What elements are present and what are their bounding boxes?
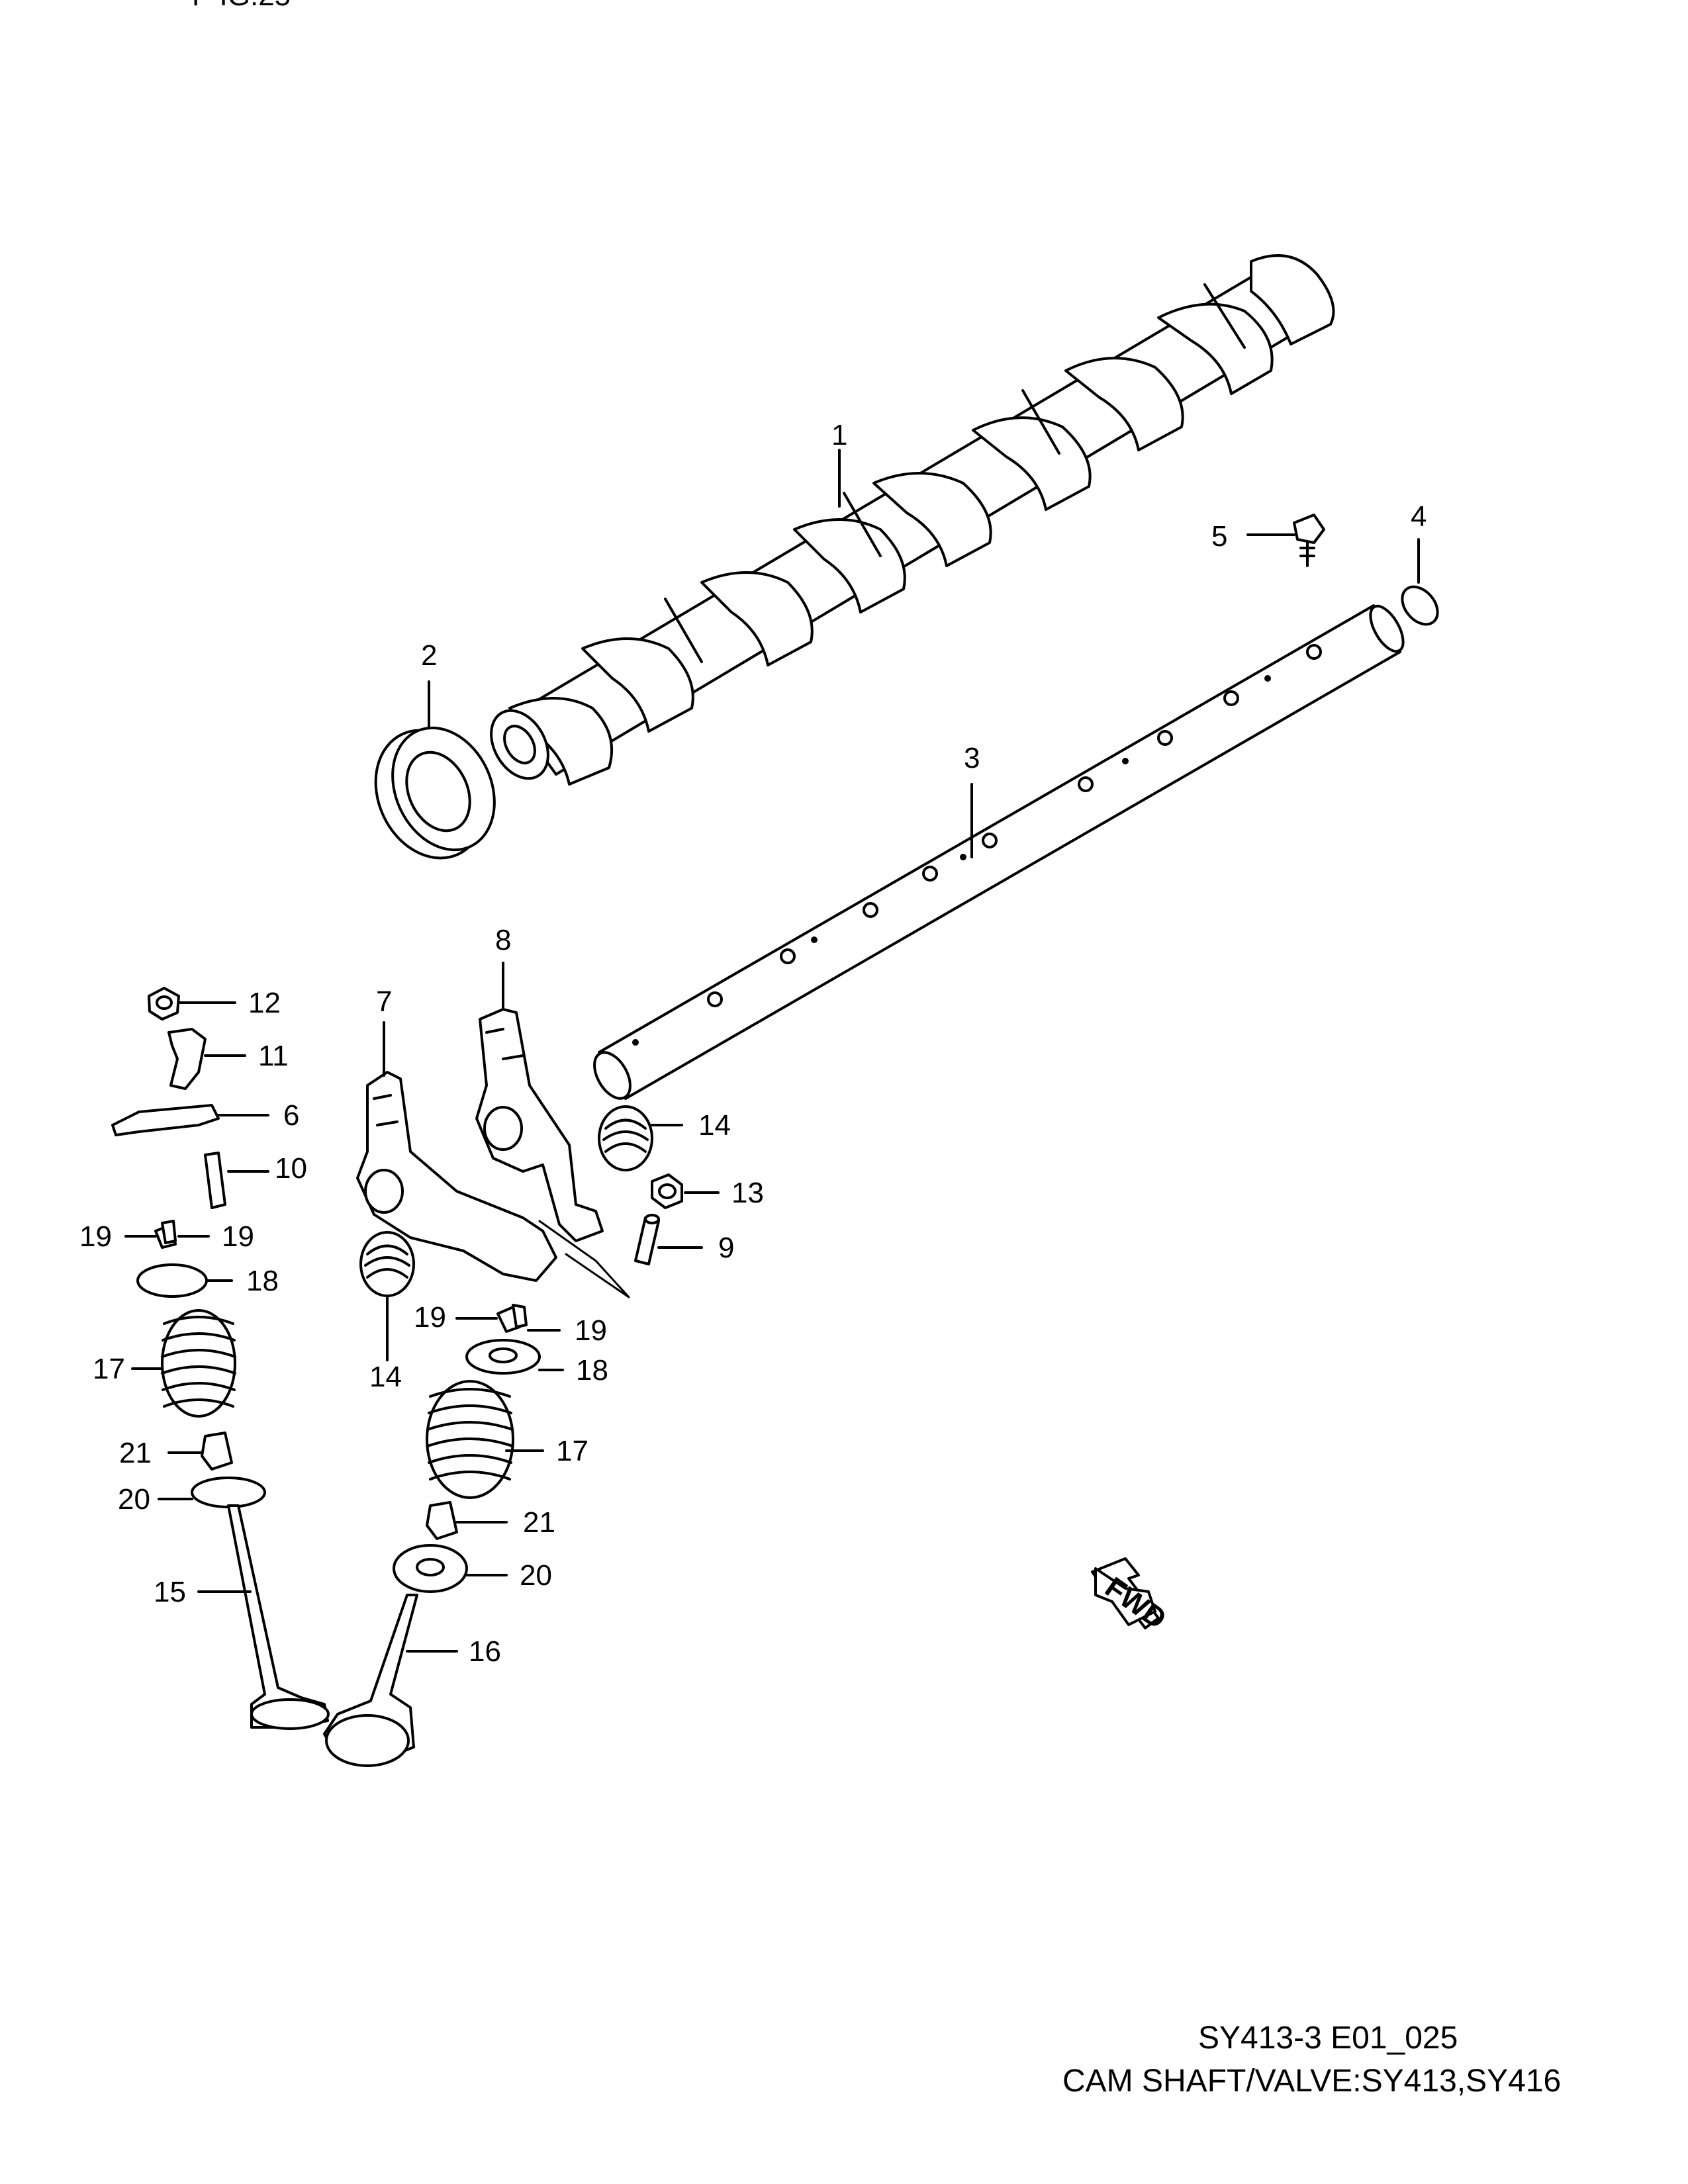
leader-line: [538, 1220, 630, 1298]
callout-19d: 19: [575, 1314, 607, 1347]
cotter-right-b-part: [512, 1304, 528, 1328]
callout-4: 4: [1411, 500, 1427, 533]
callout-8: 8: [495, 924, 511, 956]
callout-15: 15: [154, 1576, 186, 1608]
rocker-arm-lower-part: [356, 1071, 557, 1282]
bolt-part: [1293, 514, 1325, 567]
screw-part: [204, 1152, 226, 1209]
adjusting-nut-part: [651, 1173, 683, 1209]
rocker-spring-right-part: [598, 1105, 653, 1171]
callout-19b: 19: [222, 1220, 254, 1253]
callout-18a: 18: [246, 1265, 279, 1297]
cotter-left-b-part: [161, 1220, 177, 1244]
o-ring-part: [1401, 585, 1439, 626]
stem-seal-left-part: [201, 1432, 233, 1471]
diagram-code: SY413-3 E01_025: [1198, 2021, 1458, 2056]
callout-13: 13: [731, 1177, 764, 1209]
valve-right-part: [323, 1594, 418, 1767]
nut-left-part: [148, 987, 180, 1021]
diagram-title: CAM SHAFT/VALVE:SY413,SY416: [1062, 2064, 1561, 2099]
callout-12: 12: [248, 987, 281, 1019]
spring-seat-left-part: [191, 1477, 266, 1508]
adjusting-screw-part: [634, 1214, 660, 1265]
retainer-right-hole: [489, 1347, 518, 1363]
callout-16: 16: [469, 1635, 501, 1668]
spring-seat-right-hole: [416, 1558, 445, 1576]
callout-5: 5: [1211, 520, 1227, 553]
callout-19a: 19: [79, 1220, 112, 1253]
callout-18b: 18: [576, 1354, 608, 1387]
callout-14b: 14: [369, 1361, 402, 1393]
callout-2: 2: [421, 639, 437, 672]
clip-part: [167, 1028, 207, 1090]
callout-21b: 21: [523, 1506, 555, 1539]
callout-7: 7: [376, 985, 392, 1018]
valve-spring-left-part: [161, 1309, 236, 1418]
callout-14a: 14: [698, 1109, 731, 1142]
stem-seal-right-part: [426, 1501, 458, 1540]
rocker-shaft-part: [593, 604, 1405, 1100]
callout-10: 10: [275, 1152, 307, 1185]
callout-6: 6: [283, 1099, 299, 1132]
callout-17a: 17: [93, 1353, 125, 1385]
callout-11: 11: [258, 1040, 289, 1072]
callout-19c: 19: [414, 1301, 446, 1334]
rocker-spring-left-part: [359, 1231, 415, 1297]
valve-left-part: [227, 1504, 330, 1730]
plate-part: [111, 1104, 220, 1136]
camshaft-part: [490, 254, 1335, 786]
callout-9: 9: [718, 1232, 734, 1264]
callout-3: 3: [964, 742, 980, 774]
callout-20a: 20: [118, 1483, 150, 1516]
valve-spring-right-part: [426, 1380, 514, 1499]
callout-17b: 17: [556, 1435, 588, 1467]
callout-1: 1: [831, 419, 847, 451]
callout-21a: 21: [119, 1437, 152, 1469]
forward-direction-arrow-icon: FWD: [1091, 1557, 1172, 1635]
oil-seal-part: [374, 726, 496, 860]
retainer-left-part: [136, 1263, 208, 1298]
callout-20b: 20: [520, 1559, 552, 1592]
rocker-arm-upper-part: [475, 1008, 604, 1242]
figure-tag: F-IG.25: [192, 0, 291, 12]
